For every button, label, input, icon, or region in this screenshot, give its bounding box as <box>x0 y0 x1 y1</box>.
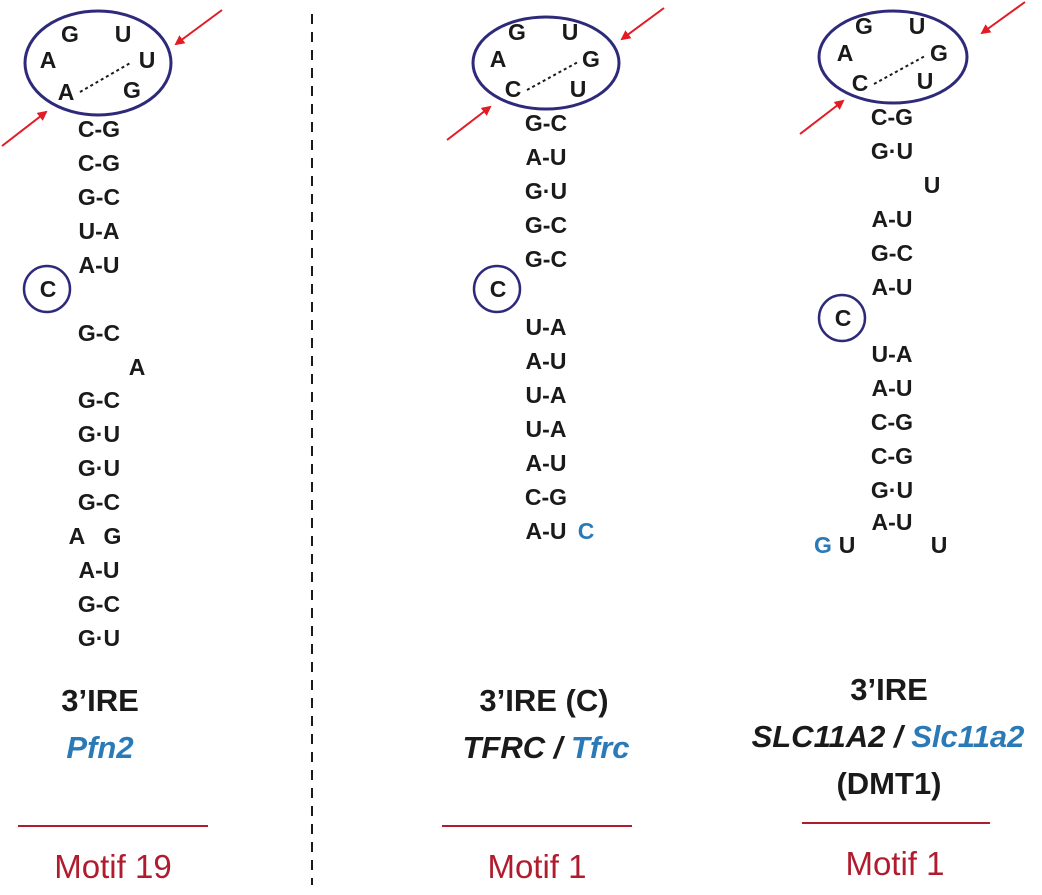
bulge-nucleotide: C <box>835 305 852 331</box>
cleavage-arrow <box>620 7 665 41</box>
hairpin-loop-outline <box>817 9 969 105</box>
stem-base-pair: G-C <box>78 591 120 617</box>
stem-base-pair: G-C <box>525 110 567 136</box>
unpaired-nucleotide: A <box>129 354 146 380</box>
panel-pfn2: G U A A U G C-G C-G G-C U-A A-U C G-C A … <box>1 9 223 885</box>
gene-separator: / <box>545 730 571 765</box>
loop-pairing-dotted-line <box>873 55 926 85</box>
stem-base-pair: A-U <box>526 518 567 544</box>
stem-base-pair: G·U <box>78 455 120 481</box>
stem-base-pair: U-A <box>526 314 567 340</box>
loop-nucleotide: G <box>855 13 873 39</box>
loop-nucleotide: C <box>852 70 869 96</box>
loop-nucleotide: G <box>123 77 141 103</box>
panel-tfrc: G U A C G U G-C A-U G·U G-C G-C C U-A A-… <box>442 7 665 885</box>
gene-separator: / <box>885 719 911 754</box>
stem-base-pair: C-G <box>78 150 120 176</box>
stem-base-pair: G-C <box>78 184 120 210</box>
stem-base-pair: C-G <box>871 409 913 435</box>
stem-base-pair: G·U <box>78 625 120 651</box>
mouse-gene-name: Tfrc <box>571 730 630 765</box>
cleavage-arrow <box>1 110 48 147</box>
hairpin-loop-outline <box>23 9 173 117</box>
caption-gene-names: TFRC / Tfrc <box>462 730 629 765</box>
stem-base-pair: G-C <box>871 240 913 266</box>
tail-nucleotide: U <box>931 532 948 558</box>
bulge-nucleotide: C <box>40 276 57 302</box>
caption-gene-names: SLC11A2 / Slc11a2 <box>752 719 1025 754</box>
loop-nucleotide: U <box>115 21 132 47</box>
cleavage-arrow <box>799 99 845 135</box>
mouse-gene-name: Slc11a2 <box>911 719 1024 754</box>
stem-base-pair: A-U <box>872 274 913 300</box>
stem-base-pair: C-G <box>871 104 913 130</box>
loop-nucleotide: G <box>582 46 600 72</box>
stem-base-pair: C-G <box>525 484 567 510</box>
bulge-nucleotide: C <box>490 276 507 302</box>
stem-base-pair: C-G <box>78 116 120 142</box>
panel-slc11a2: G U A C G U C-G G·U U A-U G-C A-U C U-A … <box>752 1 1026 882</box>
loop-nucleotide: U <box>562 19 579 45</box>
loop-pairing-dotted-line <box>79 61 133 93</box>
loop-nucleotide: U <box>917 68 934 94</box>
bulge-c-circle <box>817 293 867 343</box>
stem-base-pair: U-A <box>526 416 567 442</box>
stem-base-pair: U-A <box>79 218 120 244</box>
stem-base-pair: G·U <box>871 477 913 503</box>
motif-label: Motif 1 <box>845 845 944 882</box>
caption-ire-label: 3’IRE (C) <box>479 683 608 718</box>
loop-nucleotide: G <box>61 21 79 47</box>
loop-nucleotide: C <box>505 76 522 102</box>
loop-nucleotide: U <box>139 47 156 73</box>
human-gene-name: SLC11A2 <box>752 719 886 754</box>
stem-base-pair: A-U <box>872 375 913 401</box>
stem-base-pair: A-U <box>872 509 913 535</box>
mouse-variant-nucleotide: C <box>578 518 595 544</box>
loop-nucleotide: A <box>837 40 854 66</box>
loop-nucleotide: U <box>909 13 926 39</box>
caption-ire-label: 3’IRE <box>850 672 928 707</box>
loop-nucleotide: A <box>40 47 57 73</box>
bulge-c-circle <box>472 264 522 314</box>
loop-nucleotide: U <box>570 76 587 102</box>
stem-base-pair: A-U <box>526 450 567 476</box>
unpaired-nucleotide: U <box>924 172 941 198</box>
stem-base-pair: A-U <box>79 557 120 583</box>
stem-base-pair: A-U <box>872 206 913 232</box>
bulge-c-circle <box>22 264 72 314</box>
stem-base-pair: A-U <box>526 348 567 374</box>
stem-base-pair: G-C <box>525 246 567 272</box>
stem-base-pair: G·U <box>525 178 567 204</box>
cleavage-arrow <box>174 9 223 46</box>
hairpin-loop-outline <box>471 15 621 111</box>
stem-base-pair: U-A <box>872 341 913 367</box>
mouse-variant-nucleotide: G <box>814 532 832 558</box>
stem-base-pair: A-U <box>526 144 567 170</box>
caption-protein-name: (DMT1) <box>836 766 941 801</box>
stem-base-pair: G·U <box>871 138 913 164</box>
loop-nucleotide: A <box>58 79 75 105</box>
stem-base-pair: G-C <box>78 489 120 515</box>
cleavage-arrow <box>446 105 492 141</box>
motif-label: Motif 19 <box>54 848 171 885</box>
cleavage-arrow <box>980 1 1026 35</box>
stem-base-pair: C-G <box>871 443 913 469</box>
loop-pairing-dotted-line <box>526 61 579 91</box>
motif-label: Motif 1 <box>487 848 586 885</box>
human-gene-name: TFRC <box>462 730 545 765</box>
stem-base-pair: A-U <box>79 252 120 278</box>
tail-nucleotide: U <box>839 532 856 558</box>
caption-ire-label: 3’IRE <box>61 683 139 718</box>
interior-loop-nucleotides: A G <box>69 523 122 549</box>
stem-base-pair: G-C <box>525 212 567 238</box>
stem-base-pair: G-C <box>78 320 120 346</box>
caption-gene-name: Pfn2 <box>66 730 133 765</box>
loop-nucleotide: G <box>930 40 948 66</box>
stem-base-pair: U-A <box>526 382 567 408</box>
loop-nucleotide: G <box>508 19 526 45</box>
loop-nucleotide: A <box>490 46 507 72</box>
stem-base-pair: G·U <box>78 421 120 447</box>
stem-base-pair: G-C <box>78 387 120 413</box>
